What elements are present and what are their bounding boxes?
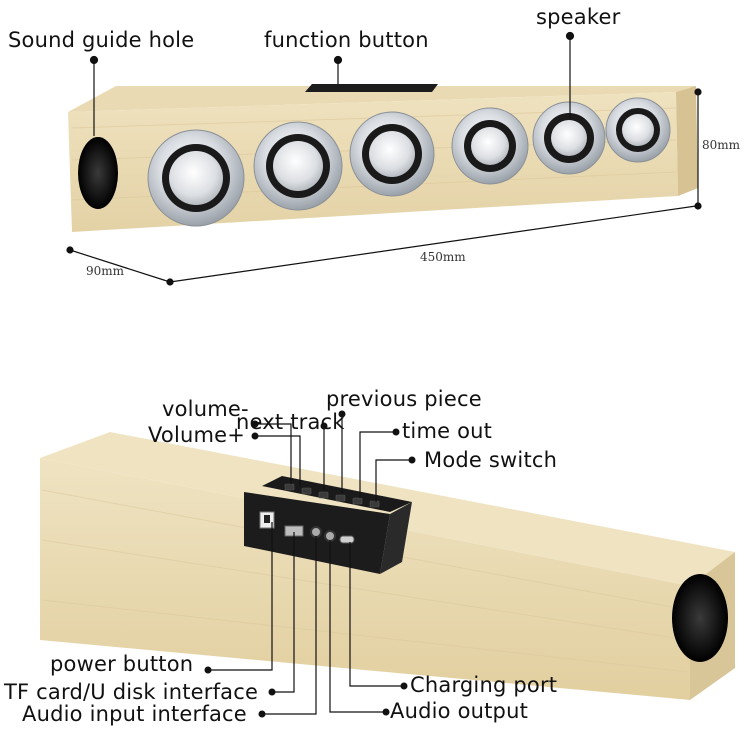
audio-output-label: Audio output bbox=[390, 699, 529, 723]
speaker-label: speaker bbox=[536, 5, 621, 29]
sound-guide-hole-rear bbox=[672, 574, 728, 662]
length-dimension: 450mm bbox=[420, 250, 466, 264]
height-dimension: 80mm bbox=[702, 138, 741, 152]
soundbar-top-face bbox=[68, 86, 696, 112]
sound-guide-hole-label: Sound guide hole bbox=[8, 28, 195, 52]
speaker-driver bbox=[147, 129, 245, 227]
power-button-label: power button bbox=[50, 652, 194, 676]
speaker-driver bbox=[451, 107, 529, 185]
next-track-label: next track bbox=[236, 410, 345, 434]
function-button-panel bbox=[305, 84, 438, 92]
charging-port-label: Charging port bbox=[410, 673, 558, 697]
tf-card-label: TF card/U disk interface bbox=[4, 680, 259, 704]
mode-switch-label: Mode switch bbox=[424, 448, 558, 472]
speaker-driver bbox=[532, 101, 606, 175]
speaker-driver bbox=[605, 97, 671, 163]
speaker-driver bbox=[349, 111, 435, 197]
depth-dimension: 90mm bbox=[86, 264, 125, 278]
soundbar-rear-view bbox=[40, 432, 735, 700]
volume-plus-label: Volume+ bbox=[148, 423, 246, 447]
soundbar-rear-face bbox=[40, 458, 690, 700]
audio-input-label: Audio input interface bbox=[22, 702, 247, 726]
time-out-label: time out bbox=[402, 419, 493, 443]
previous-piece-label: previous piece bbox=[326, 387, 482, 411]
function-button-label: function button bbox=[264, 28, 429, 52]
sound-guide-hole-front bbox=[78, 137, 118, 209]
volume-minus-label: volume- bbox=[162, 397, 249, 421]
soundbar-front-view bbox=[68, 84, 698, 232]
soundbar-side-face bbox=[676, 86, 698, 196]
speaker-driver bbox=[253, 121, 343, 211]
